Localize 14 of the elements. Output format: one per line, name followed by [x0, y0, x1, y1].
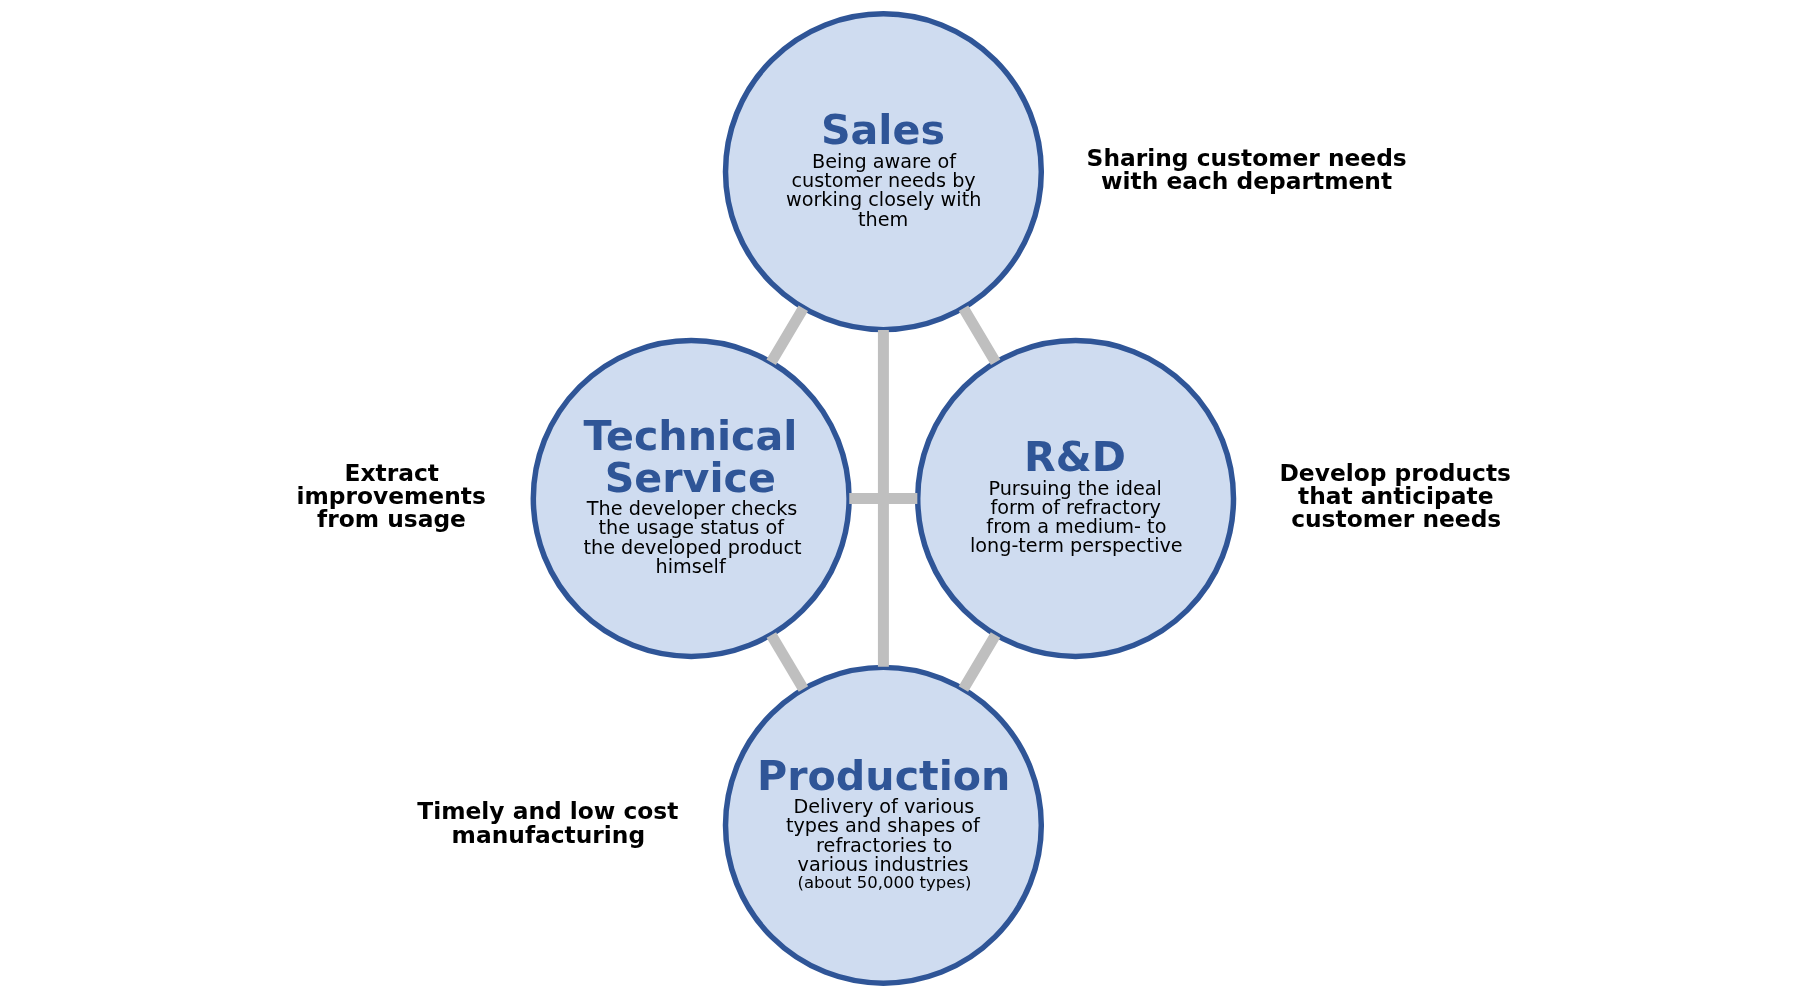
- node-label: Extract improvements from usage: [296, 458, 486, 534]
- connector: [766, 632, 809, 692]
- connector: [766, 305, 808, 366]
- node-circle: Technical Service The developer checks the usage status of the developed product himself: [530, 337, 852, 660]
- node-label: Timely and low cost manufacturing: [417, 797, 679, 849]
- node-label: Develop products that anticipate customer needs: [1279, 458, 1511, 534]
- node-circle: Production Delivery of various types and shapes of refractories to various industries (about 50,000 types): [722, 664, 1045, 986]
- node-circle: Sales Being aware of customer needs by working closely with them: [722, 11, 1045, 333]
- connector: [958, 632, 1001, 692]
- connector: [958, 305, 1001, 366]
- node-label: Sharing customer needs with each department: [1086, 143, 1407, 196]
- connector: [877, 329, 889, 667]
- node-circle: R&D Pursuing the ideal form of refractory from a medium- to long-term perspective: [915, 337, 1237, 660]
- connector: [849, 493, 918, 504]
